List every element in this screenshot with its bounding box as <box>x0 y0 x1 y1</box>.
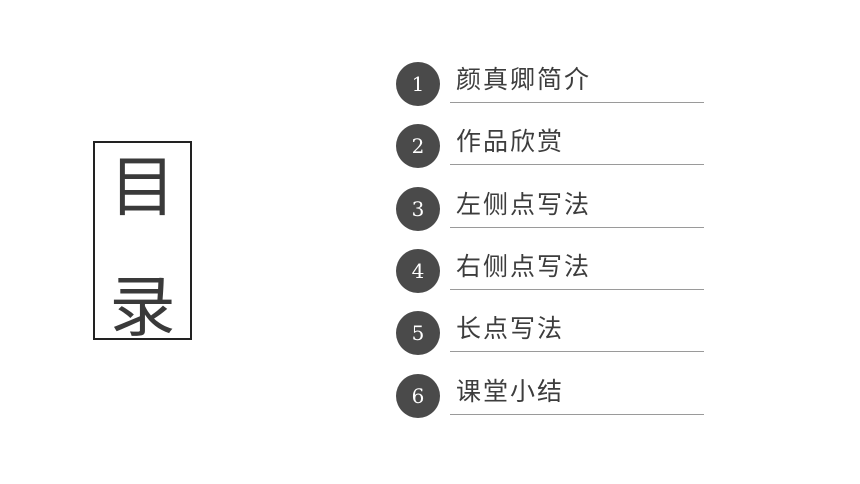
toc-item-1[interactable]: 1 颜真卿简介 <box>396 62 706 106</box>
divider-line <box>450 289 704 290</box>
divider-line <box>450 351 704 352</box>
number-badge: 2 <box>396 124 440 168</box>
divider-line <box>450 164 704 165</box>
toc-item-label: 右侧点写法 <box>456 252 592 281</box>
toc-item-label: 颜真卿简介 <box>456 65 592 94</box>
toc-item-label: 课堂小结 <box>456 377 565 406</box>
number-badge: 3 <box>396 187 440 231</box>
toc-item-label: 长点写法 <box>456 314 565 343</box>
number-badge: 4 <box>396 249 440 293</box>
toc-item-4[interactable]: 4 右侧点写法 <box>396 249 706 293</box>
title-char-top: 目 <box>109 149 176 226</box>
toc-item-label: 左侧点写法 <box>456 190 592 219</box>
divider-line <box>450 227 704 228</box>
toc-item-label: 作品欣赏 <box>456 127 565 156</box>
toc-title-box: 目 录 <box>93 141 192 346</box>
toc-item-3[interactable]: 3 左侧点写法 <box>396 187 706 231</box>
toc-item-2[interactable]: 2 作品欣赏 <box>396 124 706 168</box>
divider-line <box>450 102 704 103</box>
toc-item-6[interactable]: 6 课堂小结 <box>396 374 706 418</box>
toc-item-5[interactable]: 5 长点写法 <box>396 311 706 355</box>
divider-line <box>450 414 704 415</box>
title-char-bottom: 录 <box>109 269 176 346</box>
number-badge: 5 <box>396 311 440 355</box>
number-badge: 1 <box>396 62 440 106</box>
number-badge: 6 <box>396 374 440 418</box>
